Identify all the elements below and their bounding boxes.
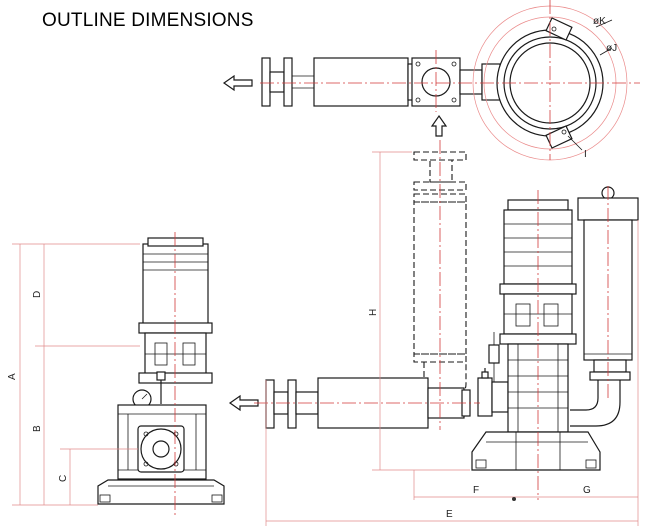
dim-label-C: C [58, 475, 69, 482]
dim-label-J: øJ [606, 43, 617, 54]
front-dimensions [265, 151, 639, 526]
dim-label-F: F [473, 485, 479, 496]
side-view-pump [97, 232, 225, 515]
dim-label-E: E [446, 509, 453, 520]
dim-label-B: B [32, 425, 43, 432]
dim-label-K: øK [593, 16, 606, 27]
front-view [228, 140, 639, 500]
dim-label-G: G [583, 485, 591, 496]
dim-label-D: D [32, 291, 43, 298]
dim-label-A: A [7, 373, 18, 380]
up-arrow-icon [430, 114, 448, 137]
left-dimensions [12, 243, 140, 506]
dim-label-I: I [584, 149, 587, 160]
outlet-arrow-icon [222, 74, 253, 92]
page-title: OUTLINE DIMENSIONS [42, 10, 254, 31]
dim-label-H: H [368, 309, 379, 316]
top-view [222, 0, 640, 161]
outlet-arrow-icon-2 [228, 394, 259, 412]
